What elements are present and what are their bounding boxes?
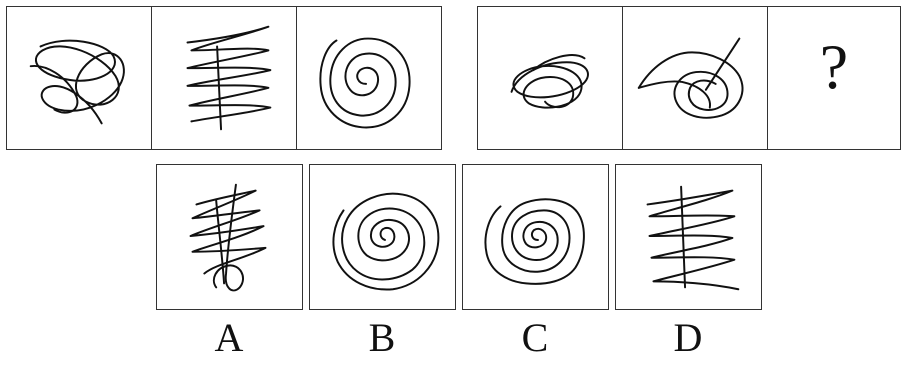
option-a-label: A: [156, 318, 302, 358]
option-d-panel[interactable]: [615, 164, 762, 310]
question-mark: ?: [768, 35, 900, 99]
spiral-scribble-icon: [297, 7, 441, 149]
series-two-panel-1: [477, 6, 623, 150]
vertical-tangle-scribble-icon: [157, 165, 302, 309]
series-one-panel-2: [151, 6, 297, 150]
horizontal-zigzag-scribble-icon: [152, 7, 296, 149]
series-one-panel-3: [296, 6, 442, 150]
option-b-label: B: [309, 318, 455, 358]
horizontal-zigzag-scribble-icon: [616, 165, 761, 309]
option-d-label: D: [615, 318, 761, 358]
question-panel: ?: [767, 6, 901, 150]
series-two-panel-2: [622, 6, 768, 150]
tangled-loop-scribble-icon: [7, 7, 151, 149]
series-one-panel-1: [6, 6, 152, 150]
option-a-panel[interactable]: [156, 164, 303, 310]
round-spiral-scribble-icon: [310, 165, 455, 309]
square-spiral-scribble-icon: [463, 165, 608, 309]
option-c-panel[interactable]: [462, 164, 609, 310]
swirl-scribble-icon: [623, 7, 767, 149]
option-c-label: C: [462, 318, 608, 358]
tangled-loop-scribble-icon: [478, 7, 622, 149]
option-b-panel[interactable]: [309, 164, 456, 310]
